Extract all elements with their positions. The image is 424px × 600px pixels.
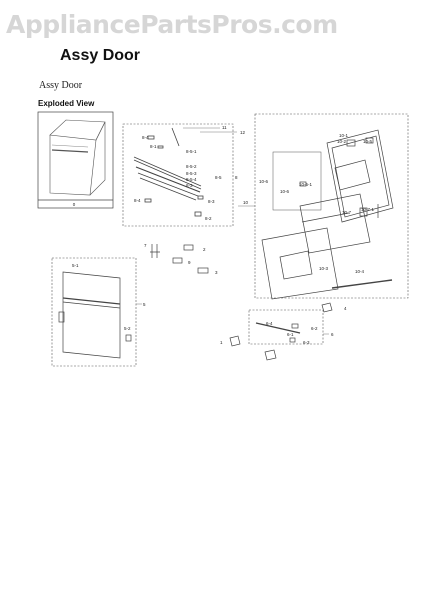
group-5: 5-1 5-2 bbox=[51, 257, 137, 367]
callout-8-4-lower: 8-4 bbox=[134, 198, 141, 203]
callout-7: 7 bbox=[144, 243, 147, 248]
callout-1: 1 bbox=[220, 340, 223, 345]
control-panel-parts bbox=[133, 127, 204, 217]
overview-panel: 0 bbox=[37, 111, 114, 209]
callout-5: 5 bbox=[143, 302, 146, 307]
callout-9: 9 bbox=[188, 260, 191, 265]
group-6: 6-4 6-2 6-1 6-3 bbox=[248, 309, 324, 345]
callout-10-7: 10-7 bbox=[342, 210, 352, 215]
overview-label: 0 bbox=[73, 202, 76, 207]
callout-8-5-3: 8-5-3 bbox=[186, 171, 197, 176]
callout-2: 2 bbox=[203, 247, 206, 252]
watermark: AppliancePartsPros.com bbox=[6, 10, 338, 39]
callout-5-2: 5-2 bbox=[124, 326, 131, 331]
callout-8-3-top: 8-3 bbox=[186, 183, 193, 188]
group-8-frame bbox=[122, 123, 234, 227]
callout-10-4: 10-4 bbox=[355, 269, 365, 274]
callout-8-4: 8-4 bbox=[142, 135, 149, 140]
callout-8-5-1: 8-5-1 bbox=[186, 149, 197, 154]
inner-door-parts bbox=[261, 129, 394, 300]
callout-6-2: 6-2 bbox=[311, 326, 318, 331]
callout-8-3: 8-3 bbox=[208, 199, 215, 204]
loose-parts bbox=[150, 244, 209, 274]
callout-5-1: 5-1 bbox=[72, 263, 79, 268]
callout-3: 3 bbox=[215, 270, 218, 275]
group-10: 10-1 10-2 10-5 10-6 10-6 10-6-1 10-7 10-… bbox=[254, 113, 409, 300]
callout-8-5-2: 8-5-2 bbox=[186, 164, 197, 169]
dishwasher-icon bbox=[49, 119, 106, 196]
callout-10-7-1: 10-7-1 bbox=[361, 207, 375, 212]
group-5-frame bbox=[51, 257, 137, 367]
callout-10-6-lower: 10-6 bbox=[280, 189, 290, 194]
section-heading: Exploded View bbox=[38, 99, 95, 108]
parts-4-1 bbox=[229, 302, 333, 361]
group-8: 8-4 8-1 8-5-1 8-5-2 8-5-3 8-5-4 8-3 8-5 … bbox=[122, 123, 238, 227]
handle-parts bbox=[255, 322, 301, 343]
callout-8: 8 bbox=[235, 175, 238, 180]
callout-6: 6 bbox=[331, 332, 334, 337]
callout-10-6-1: 10-6-1 bbox=[299, 182, 313, 187]
overview-frame bbox=[37, 111, 114, 209]
callout-10-3: 10-3 bbox=[319, 266, 329, 271]
callout-10: 10 bbox=[243, 200, 249, 205]
outer-door-panel bbox=[58, 271, 132, 359]
callout-6-4: 6-4 bbox=[266, 321, 273, 326]
page-title: Assy Door bbox=[60, 47, 141, 64]
callout-10-6: 10-6 bbox=[259, 179, 269, 184]
callout-8-5: 8-5 bbox=[215, 175, 222, 180]
group-6-frame bbox=[248, 309, 324, 345]
callout-6-3: 6-3 bbox=[303, 340, 310, 345]
page-subtitle: Assy Door bbox=[39, 80, 83, 91]
callout-10-1: 10-1 bbox=[339, 133, 349, 138]
group-10-6-frame bbox=[272, 151, 322, 211]
callout-10-5: 10-5 bbox=[363, 139, 373, 144]
callout-8-5-4: 8-5-4 bbox=[186, 177, 197, 182]
callout-6-1: 6-1 bbox=[287, 332, 294, 337]
callout-8-1: 8-1 bbox=[150, 144, 157, 149]
callout-4: 4 bbox=[344, 306, 347, 311]
callout-11: 11 bbox=[222, 125, 227, 130]
callout-10-2: 10-2 bbox=[337, 139, 347, 144]
callout-12: 12 bbox=[240, 130, 246, 135]
callout-8-2: 8-2 bbox=[205, 216, 212, 221]
